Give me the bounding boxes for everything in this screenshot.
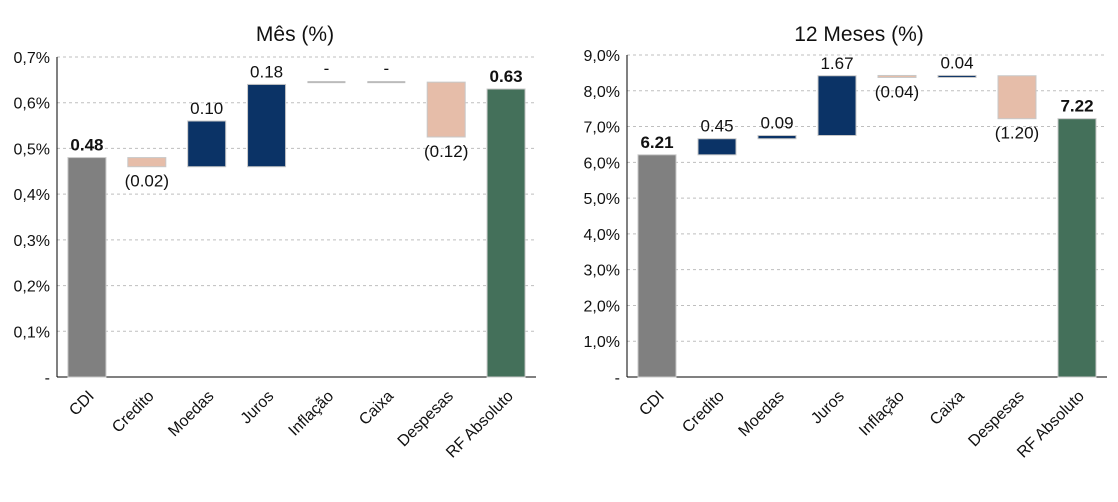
y-tick-label: 0,2% xyxy=(14,279,50,296)
data-label: 0.48 xyxy=(70,136,103,155)
y-tick-label: 0,7% xyxy=(14,50,50,67)
x-tick-label: Caixa xyxy=(356,388,397,429)
bar-caixa xyxy=(367,81,406,84)
bar-rf-absoluto xyxy=(1057,118,1097,378)
y-tick-label: 7,0% xyxy=(584,120,620,137)
y-tick-label: 0,6% xyxy=(14,96,50,113)
data-label: 0.04 xyxy=(940,53,973,72)
y-tick-label: 0,3% xyxy=(14,233,50,250)
y-tick-label: - xyxy=(615,370,620,387)
bar-rf-absoluto xyxy=(486,88,526,378)
y-tick-label: - xyxy=(45,370,50,387)
x-tick-label: Juros xyxy=(238,388,278,428)
x-tick-label: Credito xyxy=(679,388,728,437)
y-tick-label: 0,1% xyxy=(14,324,50,341)
y-tick-label: 5,0% xyxy=(584,191,620,208)
bar-cdi xyxy=(67,157,107,378)
data-label: - xyxy=(383,59,389,78)
bar-despesas xyxy=(426,81,466,138)
y-tick-label: 4,0% xyxy=(584,227,620,244)
x-tick-label: Moedas xyxy=(736,388,788,440)
y-tick-label: 1,0% xyxy=(584,334,620,351)
data-label: (1.20) xyxy=(995,124,1039,143)
bar-infla-o xyxy=(877,74,917,78)
bar-infla-o xyxy=(307,81,346,84)
data-label: 0.10 xyxy=(190,99,223,118)
data-label: - xyxy=(324,59,330,78)
x-tick-label: Caixa xyxy=(927,388,968,429)
chart-month: Mês (%) - 0,1% 0,2% 0,3% 0,4% 0,5% 0,6% 0,7% 0.4… xyxy=(0,0,559,497)
x-tick-label: Despesas xyxy=(965,388,1027,450)
y-tick-label: 3,0% xyxy=(584,263,620,280)
chart-month-svg: Mês (%) - 0,1% 0,2% 0,3% 0,4% 0,5% 0,6% 0,7% 0.4… xyxy=(14,23,536,461)
data-label: 1.67 xyxy=(820,54,853,73)
bar-caixa xyxy=(937,74,977,78)
data-label: (0.04) xyxy=(875,82,919,101)
y-tick-label: 9,0% xyxy=(584,48,620,65)
data-label: 0.09 xyxy=(760,114,793,133)
data-label: (0.12) xyxy=(424,142,468,161)
y-tick-label: 2,0% xyxy=(584,298,620,315)
x-tick-label: Moedas xyxy=(165,388,217,440)
chart-title: 12 Meses (%) xyxy=(794,23,924,46)
y-tick-label: 0,4% xyxy=(14,187,50,204)
y-tick-label: 6,0% xyxy=(584,155,620,172)
data-label: 0.18 xyxy=(250,62,283,81)
bar-juros xyxy=(247,83,287,168)
x-tick-label: Credito xyxy=(109,388,158,437)
data-label: 7.22 xyxy=(1060,97,1093,116)
bar-credito xyxy=(127,157,167,168)
x-tick-label: CDI xyxy=(66,388,98,420)
chart-12-months-svg: 12 Meses (%) - 1,0% 2,0% 3,0% 4,0% 5,0% 6,0% 7,… xyxy=(584,23,1107,461)
bar-cdi xyxy=(637,154,677,378)
bar-moedas xyxy=(187,120,227,168)
x-tick-label: Inflação xyxy=(286,388,338,440)
bar-moedas xyxy=(757,135,797,140)
data-label: 6.21 xyxy=(640,133,673,152)
bar-credito xyxy=(697,138,737,156)
data-label: (0.02) xyxy=(125,172,169,191)
x-tick-label: CDI xyxy=(636,388,668,420)
chart-title: Mês (%) xyxy=(256,23,334,46)
chart-12-months: 12 Meses (%) - 1,0% 2,0% 3,0% 4,0% 5,0% 6,0% 7,… xyxy=(559,0,1118,497)
x-tick-label: Inflação xyxy=(856,388,908,440)
bar-despesas xyxy=(997,75,1037,120)
y-tick-label: 8,0% xyxy=(584,84,620,101)
x-tick-label: Despesas xyxy=(395,388,457,450)
data-label: 0.45 xyxy=(700,117,733,136)
data-label: 0.63 xyxy=(490,67,523,86)
bar-juros xyxy=(817,75,857,137)
y-tick-label: 0,5% xyxy=(14,141,50,158)
x-tick-label: Juros xyxy=(808,388,848,428)
